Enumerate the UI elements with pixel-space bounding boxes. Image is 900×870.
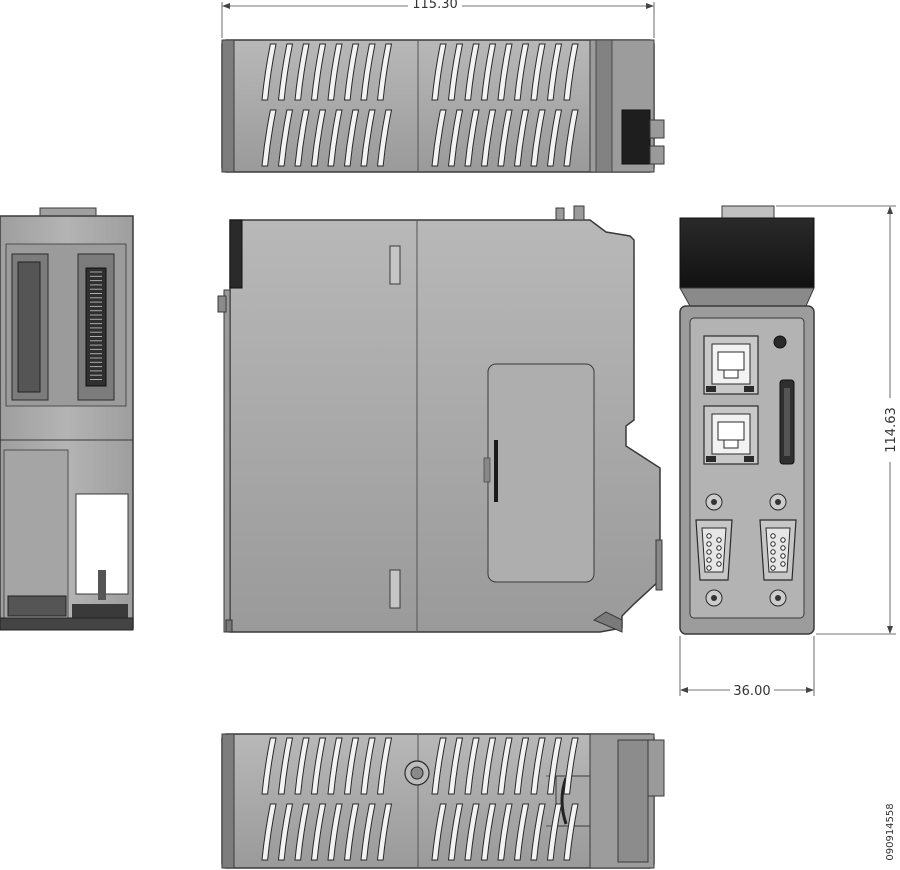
vent-slot [376, 737, 393, 795]
sd-card-slot[interactable] [779, 379, 795, 465]
vent-slot [546, 109, 563, 167]
vent-slot [464, 109, 480, 167]
top-view-vents [261, 43, 579, 167]
top-view-connector [621, 109, 651, 165]
vent-slot [310, 737, 327, 795]
vent-slot [261, 43, 277, 101]
vent-slot [480, 43, 497, 101]
vent-slot [431, 109, 447, 167]
vent-slot [464, 803, 480, 861]
vent-slot [327, 737, 343, 795]
vent-slot [546, 803, 563, 861]
vent-slot [294, 43, 310, 101]
side-view-body [229, 219, 661, 633]
top-view [221, 39, 665, 173]
dimension-label-114: 114.63 [884, 407, 899, 453]
vent-slot [277, 737, 294, 795]
vent-slot [513, 737, 530, 795]
vent-slot [310, 43, 327, 101]
led-indicator [773, 335, 787, 349]
vent-slot [497, 803, 513, 861]
side-view [217, 205, 663, 633]
vent-slot [360, 109, 376, 167]
ethernet-port-1[interactable] [703, 335, 759, 395]
vent-slot [563, 803, 579, 861]
vent-slot [261, 803, 277, 861]
bottom-view-vents [261, 737, 579, 861]
vent-slot [530, 803, 546, 861]
vent-slot [464, 737, 480, 795]
vent-slot [310, 803, 327, 861]
serial-port-1[interactable] [695, 493, 733, 607]
vent-slot [563, 43, 579, 101]
left-view [0, 207, 134, 631]
vent-slot [431, 43, 447, 101]
vent-slot [376, 43, 393, 101]
vent-slot [343, 43, 360, 101]
vent-slot [447, 737, 464, 795]
vent-slot [360, 803, 376, 861]
vent-slot [294, 803, 310, 861]
vent-slot [513, 803, 530, 861]
vent-slot [376, 803, 393, 861]
vent-slot [513, 109, 530, 167]
vent-slot [431, 803, 447, 861]
side-view-door [487, 363, 595, 583]
dimension-width-front: 36.00 [679, 636, 815, 699]
vent-slot [530, 43, 546, 101]
vent-slot [480, 803, 497, 861]
dimension-height-right: 114.63 [776, 205, 899, 635]
vent-slot [310, 109, 327, 167]
dimension-width-top: 115.30 [221, 0, 655, 38]
vent-slot [343, 109, 360, 167]
vent-slot [277, 109, 294, 167]
front-view [679, 205, 815, 635]
vent-slot [327, 109, 343, 167]
vent-slot [327, 43, 343, 101]
vent-slot [530, 109, 546, 167]
vent-slot [497, 43, 513, 101]
side-view-left-strip [229, 219, 243, 289]
vent-slot [327, 803, 343, 861]
vent-slot [497, 737, 513, 795]
vent-slot [261, 737, 277, 795]
ethernet-port-2[interactable] [703, 405, 759, 465]
vent-slot [497, 109, 513, 167]
front-view-black-top [679, 217, 815, 289]
vent-slot [294, 737, 310, 795]
dimension-label-36: 36.00 [733, 684, 770, 699]
vent-slot [546, 737, 563, 795]
top-view-left-end [221, 39, 235, 173]
vent-slot [343, 737, 360, 795]
vent-slot [447, 43, 464, 101]
dimension-label-115: 115.30 [412, 0, 458, 12]
vent-slot [261, 109, 277, 167]
vent-slot [360, 43, 376, 101]
vent-slot [376, 109, 393, 167]
vent-slot [343, 803, 360, 861]
vent-slot [447, 109, 464, 167]
vent-slot [530, 737, 546, 795]
vent-slot [277, 803, 294, 861]
vent-slot [294, 109, 310, 167]
vent-slot [513, 43, 530, 101]
vent-slot [277, 43, 294, 101]
vent-slot [480, 109, 497, 167]
vent-slot [546, 43, 563, 101]
vent-slot [360, 737, 376, 795]
vent-slot [563, 737, 579, 795]
serial-port-2[interactable] [759, 493, 797, 607]
bottom-view [221, 733, 665, 869]
vent-slot [480, 737, 497, 795]
vent-slot [447, 803, 464, 861]
vent-slot [563, 109, 579, 167]
vent-slot [464, 43, 480, 101]
part-number: 090914558 [885, 803, 896, 860]
vent-slot [431, 737, 447, 795]
